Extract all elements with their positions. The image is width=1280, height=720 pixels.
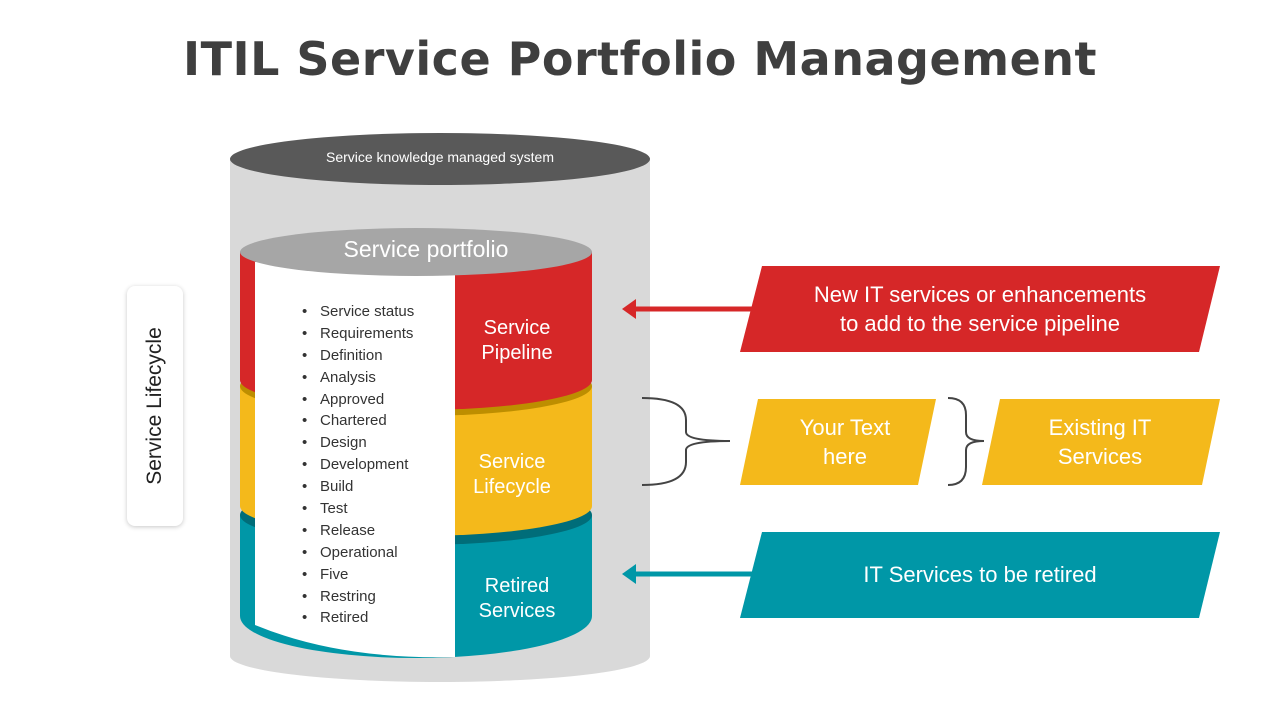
callout-existing bbox=[982, 399, 1220, 485]
list-item: Approved bbox=[302, 389, 414, 411]
brace-left bbox=[641, 397, 731, 486]
page-title: ITIL Service Portfolio Management bbox=[182, 32, 1098, 86]
segment-pipeline-line1: Service bbox=[483, 317, 551, 339]
outer-cylinder-top bbox=[230, 133, 650, 185]
list-item: Chartered bbox=[302, 410, 414, 432]
list-item: Five bbox=[302, 564, 414, 586]
segment-retired-line2: Services bbox=[478, 600, 556, 622]
callout-existing-line2: Services bbox=[1057, 444, 1143, 469]
segment-pipeline-line2: Pipeline bbox=[481, 342, 553, 364]
segment-lifecycle-line1: Service bbox=[478, 451, 546, 473]
inner-cylinder-top bbox=[240, 228, 592, 276]
list-item: Operational bbox=[302, 542, 414, 564]
lifecycle-list: Service status Requirements Definition A… bbox=[302, 301, 414, 629]
segment-retired-line1: Retired bbox=[484, 575, 550, 597]
service-lifecycle-side-label: Service Lifecycle bbox=[127, 286, 183, 526]
arrow-to-pipeline bbox=[622, 299, 752, 319]
inner-cylinder-label: Service portfolio bbox=[343, 236, 509, 262]
callout-your-text-line2: here bbox=[822, 444, 868, 469]
callout-existing-text: Existing IT Services bbox=[1000, 399, 1200, 485]
list-item: Analysis bbox=[302, 367, 414, 389]
callout-existing-line1: Existing IT bbox=[1048, 415, 1152, 440]
list-item: Restring bbox=[302, 586, 414, 608]
outer-cylinder-label: Service knowledge managed system bbox=[325, 149, 554, 165]
callout-new-services-text: New IT services or enhancements to add t… bbox=[770, 266, 1190, 352]
list-item: Requirements bbox=[302, 323, 414, 345]
callout-your-text-text: Your Text here bbox=[760, 399, 930, 485]
segment-retired-label: Retired Services bbox=[455, 574, 579, 624]
segment-pipeline-label: Service Pipeline bbox=[455, 316, 579, 366]
callout-new-services bbox=[740, 266, 1220, 352]
segment-lifecycle-label: Service Lifecycle bbox=[450, 450, 574, 500]
callout-your-text-line1: Your Text bbox=[799, 415, 891, 440]
list-item: Retired bbox=[302, 607, 414, 629]
list-item: Release bbox=[302, 520, 414, 542]
callout-retired-text: IT Services to be retired bbox=[863, 562, 1097, 587]
side-label-text: Service Lifecycle bbox=[143, 327, 166, 485]
callout-new-services-line2: to add to the service pipeline bbox=[839, 311, 1121, 336]
arrow-to-retired bbox=[622, 564, 752, 584]
callout-your-text bbox=[740, 399, 936, 485]
list-item: Service status bbox=[302, 301, 414, 323]
callout-retired bbox=[740, 532, 1220, 618]
list-item: Build bbox=[302, 476, 414, 498]
list-item: Definition bbox=[302, 345, 414, 367]
list-item: Design bbox=[302, 432, 414, 454]
callout-new-services-line1: New IT services or enhancements bbox=[813, 282, 1147, 307]
list-item: Test bbox=[302, 498, 414, 520]
list-item: Development bbox=[302, 454, 414, 476]
brace-right bbox=[947, 397, 985, 486]
segment-lifecycle-line2: Lifecycle bbox=[473, 476, 551, 498]
